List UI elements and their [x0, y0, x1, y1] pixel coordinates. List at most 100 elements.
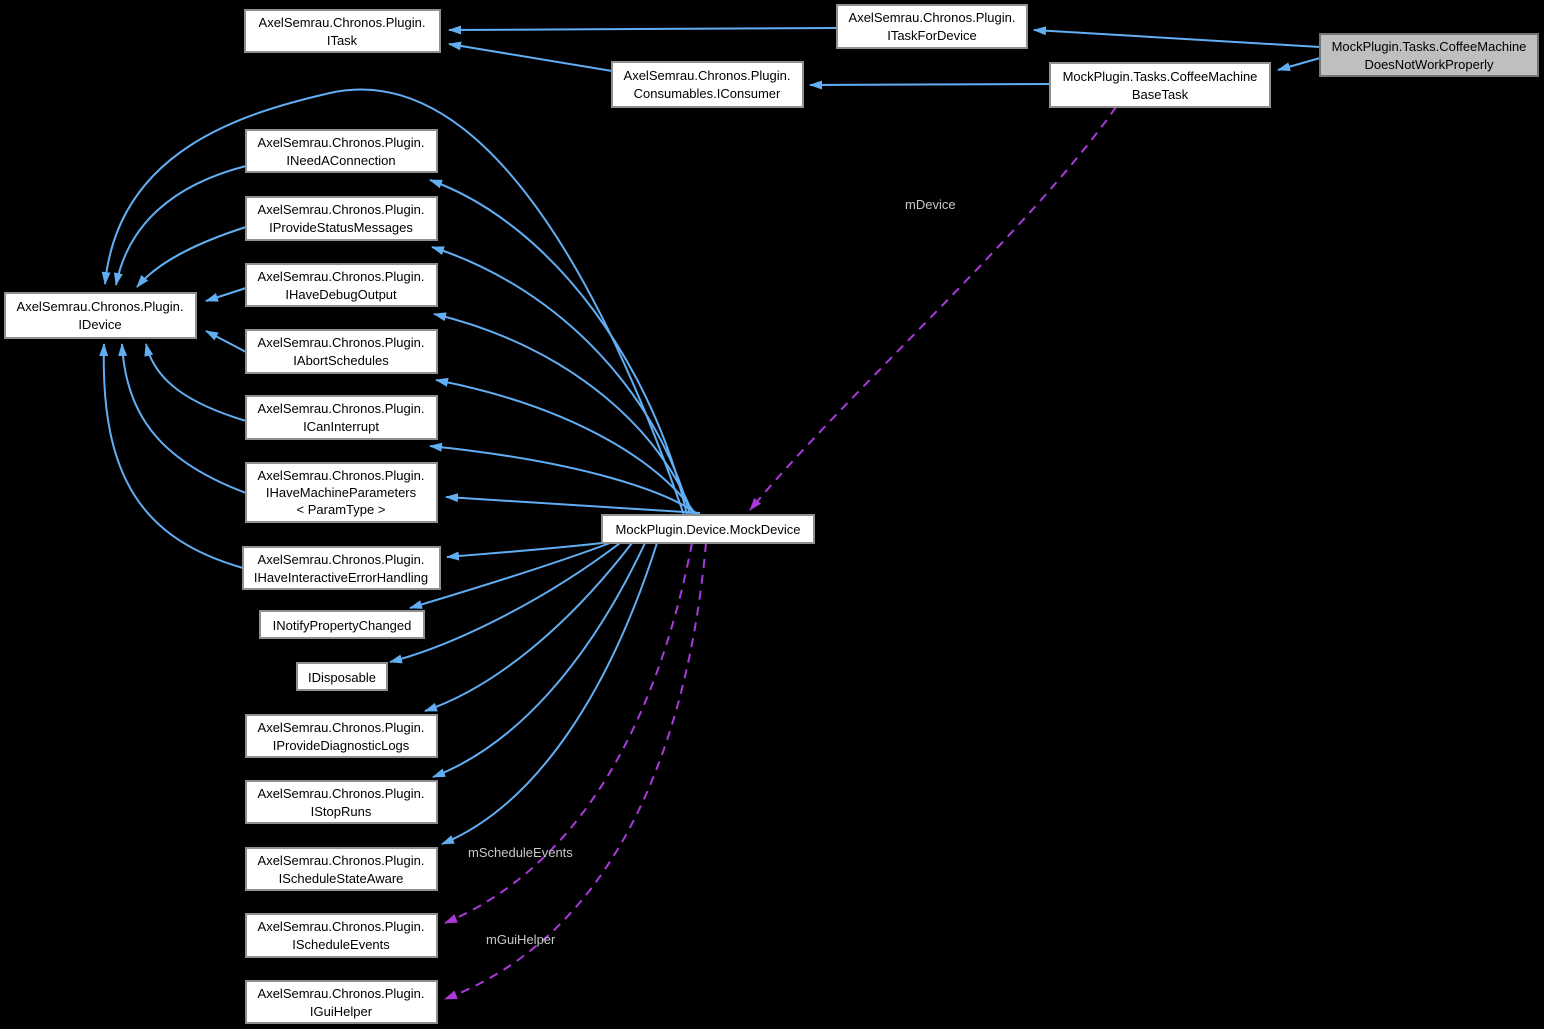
node-coffeemachine-basetask-line2: BaseTask — [1132, 87, 1189, 102]
edge-mockdevice-to-ineedaconnection — [429, 179, 688, 516]
edge-mockdevice-to-iguihelper — [444, 542, 707, 1000]
node-ischedulestateaware[interactable]: AxelSemrau.Chronos.Plugin. IScheduleStat… — [245, 847, 438, 891]
node-iconsumer[interactable]: AxelSemrau.Chronos.Plugin. Consumables.I… — [611, 61, 804, 108]
node-ihavedebugoutput[interactable]: AxelSemrau.Chronos.Plugin. IHaveDebugOut… — [245, 263, 438, 307]
edge-iabortschedules-to-idevice — [205, 330, 247, 353]
node-ineedaconnection-line2: INeedAConnection — [286, 153, 395, 168]
node-ineedaconnection-line1: AxelSemrau.Chronos.Plugin. — [258, 135, 425, 150]
node-coffeemachine-basetask[interactable]: MockPlugin.Tasks.CoffeeMachine BaseTask — [1049, 62, 1271, 108]
node-iprovidediagnosticlogs-line2: IProvideDiagnosticLogs — [273, 738, 410, 753]
edge-iconsumer-to-itask — [448, 41, 613, 72]
edge-mockdevice-to-ischeduleevents — [444, 542, 693, 924]
node-ihaveinteractiveerrorhandling-box — [242, 546, 441, 590]
edge-label-mguihelper: mGuiHelper — [486, 932, 556, 947]
node-iconsumer-line1: AxelSemrau.Chronos.Plugin. — [624, 68, 791, 83]
node-iprovidestatusmessages[interactable]: AxelSemrau.Chronos.Plugin. IProvideStatu… — [245, 196, 438, 241]
edge-mockdevice-to-iprovidediagnosticlogs — [424, 542, 633, 712]
node-ihavedebugoutput-box — [245, 263, 438, 307]
node-mockdevice-line1: MockPlugin.Device.MockDevice — [616, 522, 801, 537]
node-coffeemachine-doesnotworkproperly[interactable]: MockPlugin.Tasks.CoffeeMachine DoesNotWo… — [1319, 33, 1539, 77]
edge-iprovidestatusmessages-to-idevice — [136, 226, 247, 288]
node-mockdevice-box — [601, 514, 815, 544]
node-iabortschedules-line1: AxelSemrau.Chronos.Plugin. — [258, 335, 425, 350]
edges-usage — [444, 106, 1117, 1000]
node-ihaveinteractiveerrorhandling-line2: IHaveInteractiveErrorHandling — [254, 570, 428, 585]
edge-ihavedebugoutput-to-idevice — [205, 287, 247, 302]
node-iguihelper-line1: AxelSemrau.Chronos.Plugin. — [258, 986, 425, 1001]
node-icaninterrupt-line1: AxelSemrau.Chronos.Plugin. — [258, 401, 425, 416]
node-ineedaconnection-box — [245, 129, 438, 173]
edge-mockdevice-to-ihavemachineparameters — [445, 493, 701, 514]
node-iconsumer-box — [611, 61, 804, 108]
node-idevice-box — [4, 292, 197, 339]
node-idevice-line2: IDevice — [78, 317, 121, 332]
node-mockdevice[interactable]: MockPlugin.Device.MockDevice — [601, 514, 815, 544]
node-idisposable-box — [296, 662, 388, 691]
node-iprovidediagnosticlogs-line1: AxelSemrau.Chronos.Plugin. — [258, 720, 425, 735]
edge-basetask-to-mockdevice-mdevice — [749, 106, 1117, 511]
node-idisposable[interactable]: IDisposable — [296, 662, 388, 691]
node-coffeemachine-doesnotworkproperly-line1: MockPlugin.Tasks.CoffeeMachine — [1332, 39, 1527, 54]
node-ihavemachineparameters-line2: IHaveMachineParameters — [266, 485, 417, 500]
node-ischeduleevents-box — [245, 913, 438, 958]
edge-mockdevice-to-iprovidestatusmessages — [431, 246, 691, 516]
node-iguihelper-box — [245, 980, 438, 1024]
node-ischeduleevents-line2: IScheduleEvents — [292, 937, 390, 952]
node-icaninterrupt[interactable]: AxelSemrau.Chronos.Plugin. ICanInterrupt — [245, 395, 438, 440]
node-istopruns-line2: IStopRuns — [311, 804, 372, 819]
node-istopruns-box — [245, 780, 438, 824]
node-istopruns-line1: AxelSemrau.Chronos.Plugin. — [258, 786, 425, 801]
edge-mockdevice-to-idisposable — [389, 542, 621, 664]
node-iabortschedules-line2: IAbortSchedules — [293, 353, 389, 368]
node-ischeduleevents[interactable]: AxelSemrau.Chronos.Plugin. IScheduleEven… — [245, 913, 438, 958]
edge-mockdevice-to-idevice — [101, 88, 685, 516]
edge-basetask-to-iconsumer — [809, 80, 1051, 90]
node-ischedulestateaware-line1: AxelSemrau.Chronos.Plugin. — [258, 853, 425, 868]
node-iguihelper-line2: IGuiHelper — [310, 1004, 373, 1019]
node-itask-line2: ITask — [327, 33, 358, 48]
node-idevice[interactable]: AxelSemrau.Chronos.Plugin. IDevice — [4, 292, 197, 339]
node-iprovidediagnosticlogs-box — [245, 714, 438, 758]
node-ineedaconnection[interactable]: AxelSemrau.Chronos.Plugin. INeedAConnect… — [245, 129, 438, 173]
node-iprovidestatusmessages-line2: IProvideStatusMessages — [269, 220, 413, 235]
node-coffeemachine-basetask-box — [1049, 62, 1271, 108]
node-idevice-line1: AxelSemrau.Chronos.Plugin. — [17, 299, 184, 314]
node-iabortschedules[interactable]: AxelSemrau.Chronos.Plugin. IAbortSchedul… — [245, 329, 438, 374]
node-iprovidestatusmessages-box — [245, 196, 438, 241]
edge-ihavemachineparameters-to-idevice — [118, 343, 247, 494]
node-iprovidediagnosticlogs[interactable]: AxelSemrau.Chronos.Plugin. IProvideDiagn… — [245, 714, 438, 758]
edge-mockdevice-to-istopruns — [432, 542, 646, 778]
node-coffeemachine-doesnotworkproperly-line2: DoesNotWorkProperly — [1364, 57, 1494, 72]
edge-mockdevice-to-ischedulestateaware — [441, 542, 658, 845]
node-iprovidestatusmessages-line1: AxelSemrau.Chronos.Plugin. — [258, 202, 425, 217]
node-ihavedebugoutput-line1: AxelSemrau.Chronos.Plugin. — [258, 269, 425, 284]
node-inotifypropertychanged-line1: INotifyPropertyChanged — [273, 618, 412, 633]
node-inotifypropertychanged-box — [259, 610, 425, 639]
edge-doesnotworkproperly-to-basetask — [1277, 57, 1321, 72]
node-ihaveinteractiveerrorhandling-line1: AxelSemrau.Chronos.Plugin. — [258, 552, 425, 567]
node-itaskfordevice-line1: AxelSemrau.Chronos.Plugin. — [849, 10, 1016, 25]
node-ihavemachineparameters-line1: AxelSemrau.Chronos.Plugin. — [258, 468, 425, 483]
node-itaskfordevice[interactable]: AxelSemrau.Chronos.Plugin. ITaskForDevic… — [836, 4, 1028, 49]
node-istopruns[interactable]: AxelSemrau.Chronos.Plugin. IStopRuns — [245, 780, 438, 824]
node-inotifypropertychanged[interactable]: INotifyPropertyChanged — [259, 610, 425, 639]
node-ihaveinteractiveerrorhandling[interactable]: AxelSemrau.Chronos.Plugin. IHaveInteract… — [242, 546, 441, 590]
node-itask[interactable]: AxelSemrau.Chronos.Plugin. ITask — [244, 9, 441, 53]
edge-ihaveinteractiveerrorhandling-to-idevice — [99, 343, 244, 569]
node-ischedulestateaware-box — [245, 847, 438, 891]
node-iabortschedules-box — [245, 329, 438, 374]
node-ihavemachineparameters-line3: < ParamType > — [297, 502, 386, 517]
edge-icaninterrupt-to-idevice — [144, 343, 247, 422]
node-iguihelper[interactable]: AxelSemrau.Chronos.Plugin. IGuiHelper — [245, 980, 438, 1024]
edge-mockdevice-to-iabortschedules — [435, 377, 697, 516]
node-idisposable-line1: IDisposable — [308, 670, 376, 685]
node-itaskfordevice-line2: ITaskForDevice — [887, 28, 977, 43]
edge-mockdevice-to-icaninterrupt — [429, 442, 700, 516]
edges-inheritance — [99, 25, 1321, 845]
edge-itaskfordevice-to-itask — [448, 25, 838, 35]
node-ischedulestateaware-line2: IScheduleStateAware — [279, 871, 404, 886]
edge-mockdevice-to-ihaveinteractiveerrorhandling — [446, 542, 603, 561]
node-ihavemachineparameters[interactable]: AxelSemrau.Chronos.Plugin. IHaveMachineP… — [245, 462, 438, 523]
node-icaninterrupt-line2: ICanInterrupt — [303, 419, 379, 434]
edge-label-mscheduleevents: mScheduleEvents — [468, 845, 573, 860]
